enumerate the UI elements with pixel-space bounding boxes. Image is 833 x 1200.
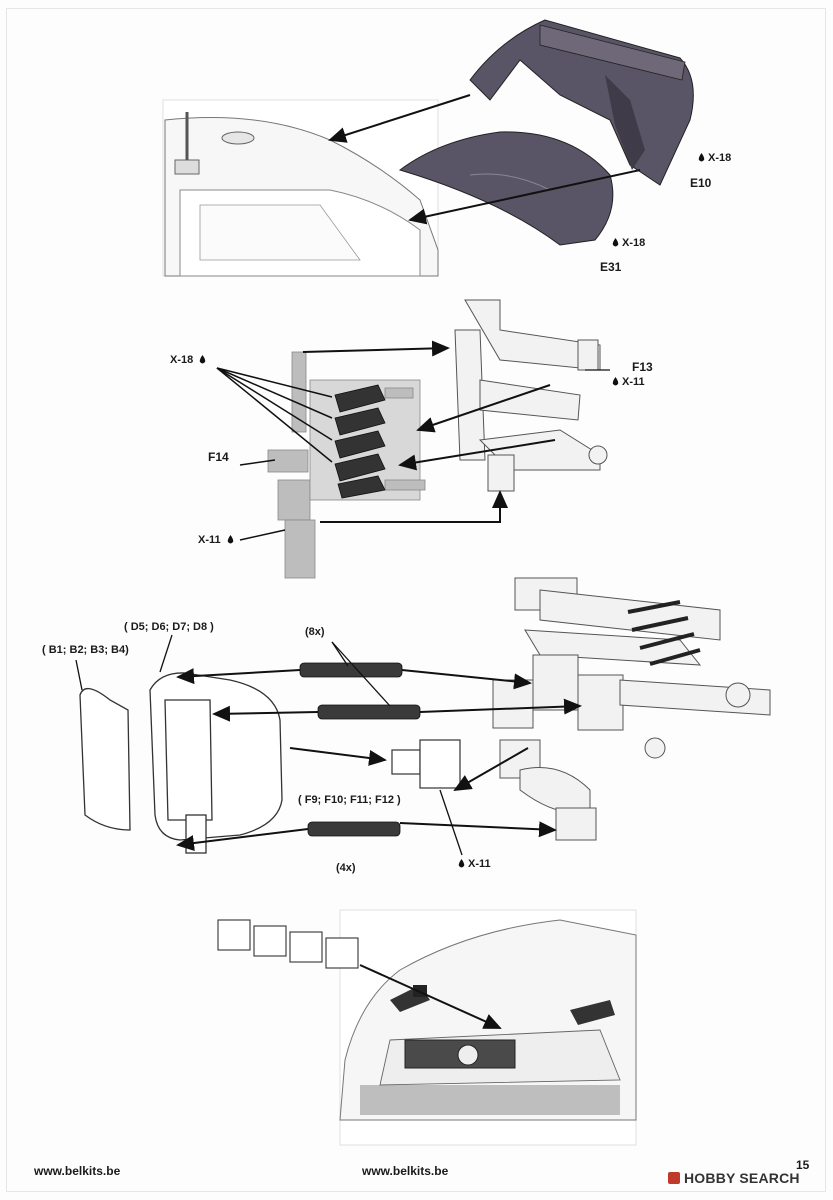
paint-label-lamps: X-11 [458, 858, 491, 870]
part-label-f14: F14 [208, 450, 229, 464]
paint-code: X-11 [468, 858, 491, 870]
paint-code: X-18 [622, 237, 646, 249]
part-label-lamps: ( F9; F10; F11; F12 ) [298, 794, 401, 806]
qty-label-bottom: (4x) [336, 862, 356, 874]
part-label-e10: E10 [690, 176, 712, 190]
step3-bulbs [391, 739, 461, 789]
part-label-lenses: ( B1; B2; B3; B4) [42, 644, 129, 656]
step3-lens [79, 688, 131, 831]
step2-grille [334, 384, 386, 499]
paint-label-f14: X-11 [198, 534, 234, 546]
rack-light-bars [627, 600, 701, 666]
footer-url-left[interactable]: www.belkits.be [34, 1164, 121, 1178]
paint-drop-icon [200, 355, 206, 364]
paint-code: X-11 [622, 376, 645, 388]
part-label-f13: F13 [632, 360, 653, 374]
paint-drop-icon [458, 859, 465, 868]
step3-bolts [299, 662, 421, 837]
paint-drop-icon [698, 153, 705, 162]
part-label-housings: ( D5; D6; D7; D8 ) [124, 621, 214, 633]
spoiler-part-e31 [398, 131, 614, 246]
paint-code: X-18 [708, 152, 732, 164]
paint-drop-icon [227, 535, 233, 544]
step4-car-front [339, 909, 637, 1146]
step3-rack [492, 577, 771, 841]
page-number: 15 [796, 1158, 810, 1172]
grille-leader-lines [216, 367, 333, 463]
paint-code: X-11 [198, 534, 221, 546]
spoiler-part-e10 [469, 19, 694, 186]
step3-housing [149, 672, 283, 854]
brand-text: HOBBY SEARCH [684, 1170, 800, 1186]
paint-label-f13: X-11 [612, 376, 645, 388]
paint-label-grille: X-18 [170, 354, 206, 366]
paint-label-e10: X-18 [698, 152, 731, 164]
step4-lamp-bar [217, 919, 359, 969]
part-label-e31: E31 [600, 260, 622, 274]
paint-label-e31: X-18 [612, 237, 645, 249]
brand-logo-icon [668, 1172, 680, 1184]
qty-label-top: (8x) [305, 626, 325, 638]
step2-frame-f13 [454, 299, 608, 492]
page-border [6, 8, 826, 1192]
paint-drop-icon [612, 238, 619, 247]
watermark-brand: HOBBY SEARCH [668, 1170, 800, 1186]
step1-car-roof [162, 99, 439, 277]
paint-code: X-18 [170, 354, 194, 366]
footer-url-center[interactable]: www.belkits.be [362, 1164, 449, 1178]
paint-drop-icon [612, 377, 619, 386]
